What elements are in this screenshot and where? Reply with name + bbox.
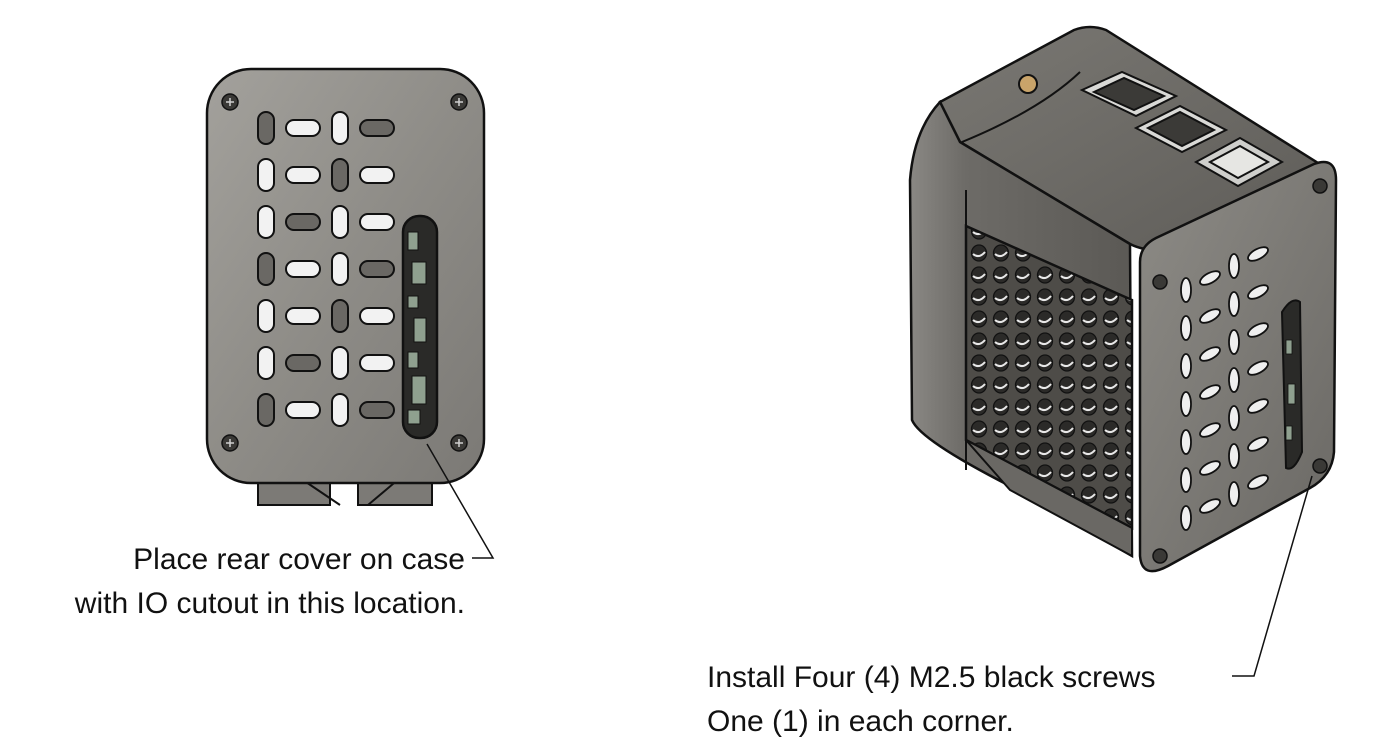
case-isometric-view	[908, 25, 1338, 573]
vent-slot	[285, 213, 321, 231]
iso-vent-slot	[1199, 270, 1221, 286]
iso-vent-slot	[1199, 384, 1221, 400]
iso-vent-slot	[1199, 460, 1221, 476]
iso-vent-slot	[1228, 291, 1240, 317]
screws-leader-line	[1232, 475, 1313, 677]
vent-slot	[359, 166, 395, 184]
iso-vent-slot	[1180, 315, 1192, 341]
vent-slot	[359, 354, 395, 372]
vent-slot	[257, 158, 275, 192]
vent-slot	[359, 213, 395, 231]
vent-slot	[331, 111, 349, 145]
vent-slot	[285, 119, 321, 137]
vent-slot	[331, 205, 349, 239]
screws-callout: Install Four (4) M2.5 black screws One (…	[707, 656, 1155, 744]
iso-vent-slot	[1180, 467, 1192, 493]
iso-vent-slot	[1247, 246, 1269, 262]
vent-slot	[331, 158, 349, 192]
vent-slot	[359, 260, 395, 278]
iso-vent-slot	[1199, 498, 1221, 514]
iso-vent-slot	[1180, 505, 1192, 531]
iso-vent-slot	[1199, 308, 1221, 324]
vent-slot	[257, 252, 275, 286]
iso-vent-slot	[1199, 346, 1221, 362]
vent-slot	[331, 252, 349, 286]
iso-vent-slot	[1247, 322, 1269, 338]
iso-vent-slot	[1247, 398, 1269, 414]
rear-cover-front-view	[205, 67, 486, 506]
rear-cover-vents	[1180, 246, 1269, 531]
vent-slot	[359, 401, 395, 419]
iso-vent-slot	[1180, 353, 1192, 379]
rear-cover-leader-line	[426, 443, 495, 559]
rear-cover-callout-line-2: with IO cutout in this location.	[74, 587, 465, 620]
vent-slot	[359, 119, 395, 137]
vent-slot	[257, 299, 275, 333]
iso-vent-slot	[1180, 429, 1192, 455]
vent-slot	[285, 260, 321, 278]
vent-slot	[285, 401, 321, 419]
screws-callout-line-2: One (1) in each corner.	[707, 705, 1014, 738]
vent-slot	[285, 166, 321, 184]
iso-vent-slot	[1199, 422, 1221, 438]
iso-vent-slot	[1247, 284, 1269, 300]
vent-slot	[285, 354, 321, 372]
vent-slot	[359, 307, 395, 325]
iso-vent-slot	[1228, 367, 1240, 393]
io-cutout-board	[407, 231, 427, 425]
top-screw-hole	[1018, 74, 1038, 94]
screws-callout-line-1: Install Four (4) M2.5 black screws	[707, 661, 1156, 694]
iso-vent-slot	[1247, 436, 1269, 452]
iso-vent-slot	[1228, 329, 1240, 355]
rear-cover-callout: Place rear cover on case with IO cutout …	[75, 538, 465, 626]
rear-cover-callout-line-1: Place rear cover on case	[133, 543, 465, 576]
iso-vent-slot	[1228, 405, 1240, 431]
iso-vent-slot	[1228, 253, 1240, 279]
top-ports	[1079, 70, 1285, 188]
vent-slot	[285, 307, 321, 325]
iso-vent-slot	[1247, 360, 1269, 376]
iso-vent-slot	[1180, 277, 1192, 303]
rear-cover-screws	[1152, 178, 1328, 564]
screw-callout-target	[1312, 458, 1328, 474]
iso-vent-slot	[1180, 391, 1192, 417]
vent-slot	[331, 299, 349, 333]
vent-slot	[257, 393, 275, 427]
iso-vent-slot	[1228, 443, 1240, 469]
vent-slot	[257, 111, 275, 145]
iso-vent-slot	[1228, 481, 1240, 507]
vent-slot	[331, 346, 349, 380]
vent-slot	[257, 346, 275, 380]
vent-slot	[257, 205, 275, 239]
iso-vent-slot	[1247, 474, 1269, 490]
vent-slots	[257, 111, 395, 427]
vent-slot	[331, 393, 349, 427]
